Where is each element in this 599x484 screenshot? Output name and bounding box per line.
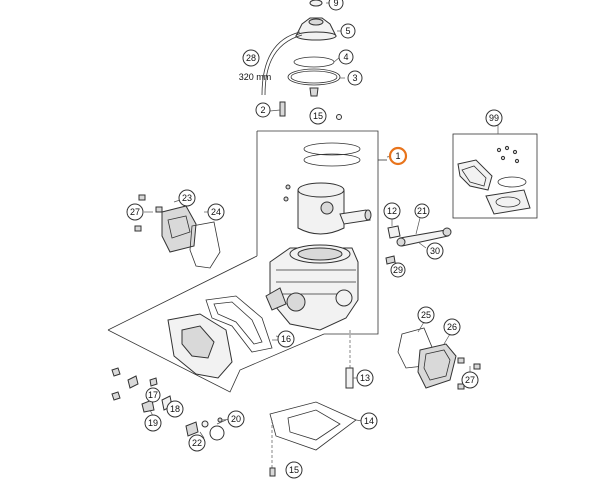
svg-text:3: 3 — [352, 73, 357, 83]
top-cap-stack — [287, 0, 341, 97]
callout-1[interactable]: 1 — [388, 146, 408, 166]
svg-text:17: 17 — [148, 390, 158, 400]
exhaust-flange — [167, 313, 233, 379]
svg-text:12: 12 — [387, 206, 397, 216]
callout-15-top[interactable]: 15 — [309, 107, 327, 125]
right-fittings — [385, 225, 452, 265]
svg-text:5: 5 — [345, 26, 350, 36]
callout-17[interactable]: 17 — [145, 387, 161, 403]
lower-left-bolts — [111, 367, 223, 437]
callout-2[interactable]: 2 — [255, 102, 271, 118]
svg-text:15: 15 — [289, 465, 299, 475]
gasket-kit-frame — [452, 133, 538, 219]
svg-text:4: 4 — [343, 52, 348, 62]
svg-text:27: 27 — [130, 207, 140, 217]
cylinder-group-frame — [257, 130, 379, 335]
svg-text:16: 16 — [281, 334, 291, 344]
right-cover-group — [397, 327, 481, 390]
callout-23[interactable]: 23 — [178, 189, 196, 207]
callout-27-right[interactable]: 27 — [461, 371, 479, 389]
callout-4[interactable]: 4 — [338, 49, 354, 65]
svg-text:27: 27 — [465, 375, 475, 385]
base-gasket — [269, 401, 357, 451]
callout-27-left[interactable]: 27 — [126, 203, 144, 221]
svg-text:26: 26 — [447, 322, 457, 332]
svg-text:21: 21 — [417, 206, 427, 216]
svg-text:28: 28 — [246, 53, 256, 63]
left-cover-group — [134, 194, 221, 269]
svg-text:29: 29 — [393, 265, 403, 275]
callout-7[interactable] — [209, 425, 225, 441]
callout-13[interactable]: 13 — [356, 369, 374, 387]
svg-text:99: 99 — [489, 113, 499, 123]
callout-30[interactable]: 30 — [426, 242, 444, 260]
top-bolts — [279, 101, 342, 120]
piston — [297, 182, 372, 235]
svg-text:1: 1 — [395, 151, 400, 161]
svg-text:25: 25 — [421, 310, 431, 320]
callout-19[interactable]: 19 — [144, 414, 162, 432]
callout-12[interactable]: 12 — [383, 202, 401, 220]
svg-text:24: 24 — [211, 207, 221, 217]
callout-26[interactable]: 26 — [443, 318, 461, 336]
exhaust-gasket — [205, 295, 273, 353]
callout-16[interactable]: 16 — [277, 330, 295, 348]
callout-18[interactable]: 18 — [166, 400, 184, 418]
left-subgroup-frame — [107, 255, 325, 393]
callout-15-bottom[interactable]: 15 — [285, 461, 303, 479]
svg-text:20: 20 — [231, 414, 241, 424]
callout-28[interactable]: 28 — [242, 49, 260, 67]
svg-text:23: 23 — [182, 193, 192, 203]
piston-rings — [303, 142, 361, 167]
svg-text:22: 22 — [192, 438, 202, 448]
callout-21[interactable]: 21 — [414, 203, 430, 219]
hose-length-label: 320 mm — [239, 72, 272, 82]
svg-text:2: 2 — [260, 105, 265, 115]
svg-text:19: 19 — [148, 418, 158, 428]
callout-3[interactable]: 3 — [347, 70, 363, 86]
callout-20[interactable]: 20 — [227, 410, 245, 428]
callout-99[interactable]: 99 — [485, 109, 503, 127]
svg-text:14: 14 — [364, 416, 374, 426]
svg-text:18: 18 — [170, 404, 180, 414]
callout-22[interactable]: 22 — [188, 434, 206, 452]
callout-24[interactable]: 24 — [207, 203, 225, 221]
callout-14[interactable]: 14 — [360, 412, 378, 430]
svg-text:30: 30 — [430, 246, 440, 256]
vent-hose — [261, 31, 301, 96]
cylinder-body — [265, 244, 359, 331]
callout-9[interactable]: 9 — [328, 0, 344, 11]
callout-25[interactable]: 25 — [417, 306, 435, 324]
cylinder-stud — [345, 367, 354, 389]
callout-5[interactable]: 5 — [340, 23, 356, 39]
svg-text:9: 9 — [333, 0, 338, 8]
svg-text:15: 15 — [313, 111, 323, 121]
svg-text:13: 13 — [360, 373, 370, 383]
gasket-kit-contents — [457, 145, 531, 215]
callout-29[interactable]: 29 — [390, 262, 406, 278]
